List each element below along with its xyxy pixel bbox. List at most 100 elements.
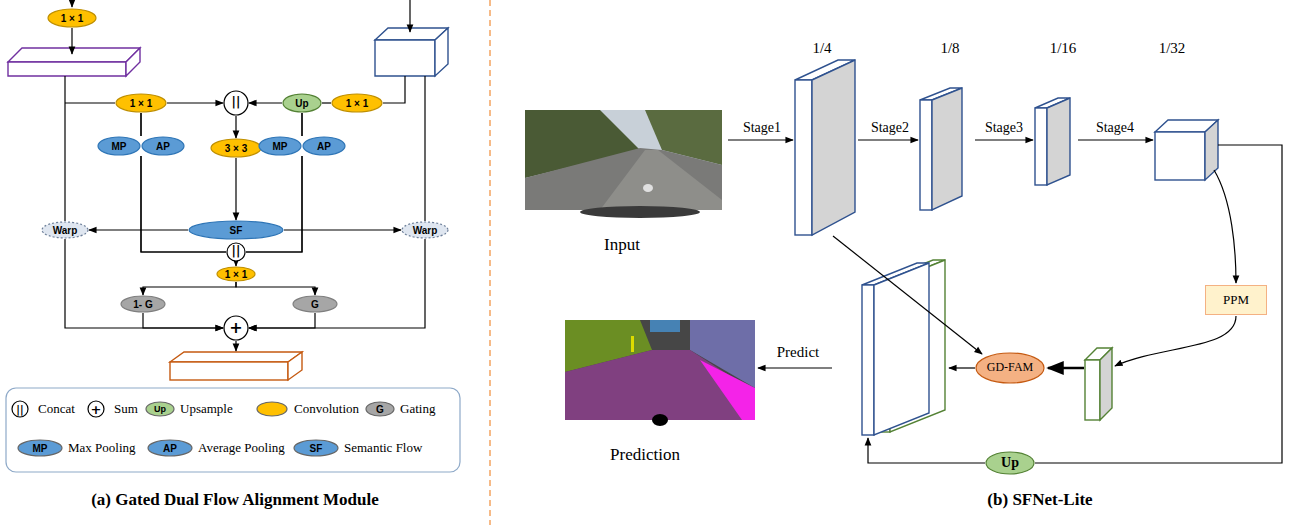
legend-swatch: [257, 402, 287, 416]
convolution-node: 1 × 1: [115, 93, 167, 113]
feature-map: [375, 28, 448, 76]
concat-node: ||: [223, 90, 249, 116]
feature-map: [375, 40, 435, 76]
node-outline: [986, 452, 1034, 474]
pooling-node: MP: [258, 136, 302, 156]
feature-map: [1047, 98, 1070, 185]
gating-node: G: [292, 295, 338, 313]
node-outline: [227, 243, 245, 261]
legend-symbol-text: Up: [154, 404, 166, 414]
wire: [728, 139, 793, 140]
node-outline: [142, 137, 184, 155]
node-text: Up: [1001, 455, 1019, 470]
wire: [949, 367, 975, 368]
feature-map: [812, 60, 855, 235]
label: Predict: [777, 344, 820, 361]
wire: [1048, 367, 1084, 370]
connector: [235, 158, 236, 220]
wire: [424, 76, 425, 221]
feature-map: [170, 362, 288, 380]
feature-map: [1205, 120, 1218, 180]
prediction-image: [700, 360, 755, 420]
legend-text: Concat: [38, 401, 75, 417]
legend-symbol: [88, 401, 104, 417]
feature-map: [1155, 132, 1205, 180]
feature-map: [862, 285, 874, 435]
connector: [65, 239, 223, 328]
warp-node: Warp: [401, 221, 449, 239]
wire: [758, 367, 832, 368]
node-text: +: [229, 319, 242, 337]
connector: [140, 113, 141, 136]
node-outline: [217, 267, 255, 281]
label: 1/8: [940, 40, 959, 57]
wire: [71, 28, 72, 54]
connector: [301, 113, 302, 136]
legend-swatch: [18, 440, 62, 456]
connector: [249, 239, 425, 328]
label: 1/4: [812, 40, 831, 57]
convolution-node: 3 × 3: [210, 138, 262, 158]
node-text: ||: [232, 245, 241, 258]
wire: [71, 0, 72, 7]
feature-map: [8, 62, 126, 76]
wire: [1115, 316, 1236, 366]
feature-map: [8, 48, 140, 76]
divider: [489, 0, 491, 525]
legend-symbol-text: MP: [33, 443, 48, 454]
connector: [236, 282, 315, 295]
node-text: Up: [295, 98, 308, 109]
node-outline: [48, 9, 96, 27]
node-text: PPM: [1223, 293, 1249, 307]
legend-symbol-text: G: [376, 404, 384, 415]
node-outline: [98, 137, 140, 155]
node-text: AP: [317, 141, 331, 152]
wire: [409, 0, 410, 32]
legend-swatch: [294, 440, 338, 456]
input-image: [580, 206, 700, 218]
warp-node: Warp: [41, 221, 89, 239]
wire: [1214, 170, 1236, 283]
label: Prediction: [610, 445, 680, 465]
node-outline: [116, 94, 166, 112]
legend-frame: [6, 388, 460, 472]
feature-map: [862, 263, 929, 435]
wire: [975, 139, 1033, 140]
prediction-image: [650, 320, 680, 332]
wire: [858, 139, 918, 140]
node-outline: [259, 137, 301, 155]
node-outline: [283, 94, 321, 112]
feature-map: [1035, 108, 1047, 185]
node-text: MP: [273, 141, 288, 152]
legend-text: Average Pooling: [198, 440, 285, 456]
connector: [143, 282, 236, 295]
connector: [89, 229, 188, 230]
convolution-node: 1 × 1: [216, 266, 256, 282]
panel-title: (a) Gated Dual Flow Alignment Module: [91, 490, 379, 510]
legend-text: Max Pooling: [68, 440, 136, 456]
legend-swatch: [366, 402, 394, 416]
semantic-flow-node: SF: [188, 220, 284, 240]
wire: [833, 236, 982, 354]
prediction-image: [631, 336, 634, 352]
legend-text: Sum: [114, 401, 138, 417]
legend-text: Gating: [400, 401, 435, 417]
node-text: 3 × 3: [225, 143, 248, 154]
ppm-box: PPM: [1205, 285, 1267, 315]
connector: [301, 113, 302, 136]
connector: [322, 102, 331, 103]
label: Stage3: [985, 120, 1023, 136]
wire: [383, 76, 405, 103]
wire: [1078, 139, 1153, 140]
wire: [64, 76, 65, 221]
input-image: [643, 184, 653, 192]
connector: [140, 113, 141, 136]
node-outline: [224, 316, 248, 340]
label: Input: [604, 235, 640, 255]
prediction-image: [565, 320, 755, 426]
node-outline: [303, 137, 345, 155]
node-outline: [402, 222, 448, 238]
feature-map: [170, 352, 302, 362]
wire: [868, 438, 985, 463]
